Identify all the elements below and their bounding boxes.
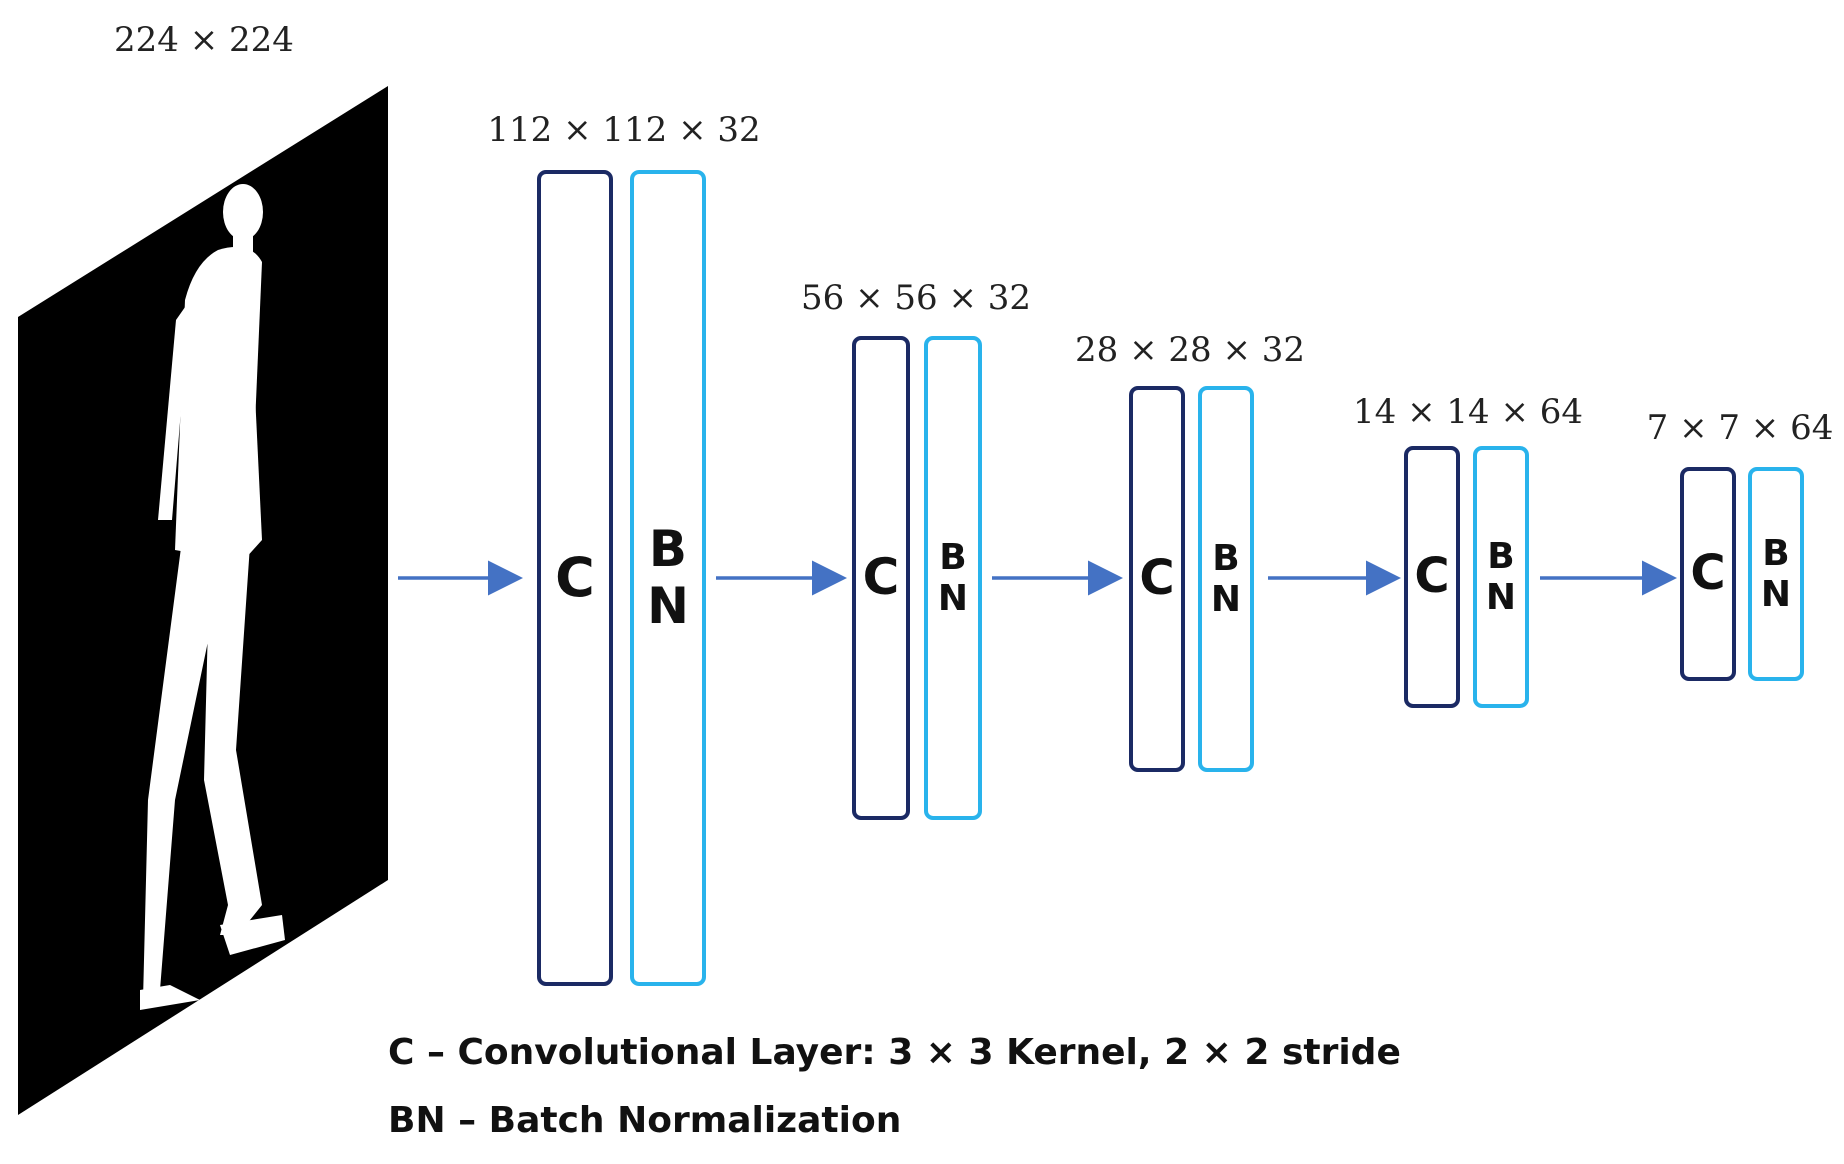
- bn-letter-b: B: [1212, 537, 1240, 579]
- bn-letters: B N: [1486, 536, 1516, 619]
- conv-letter: C: [862, 548, 900, 607]
- bn-letter-n: N: [1760, 574, 1792, 615]
- bn-letter-b: B: [1762, 532, 1790, 574]
- conv-layer-box: C: [852, 336, 910, 820]
- bn-letter-n: N: [937, 578, 969, 619]
- legend-bn: BN – Batch Normalization: [388, 1100, 902, 1141]
- bn-letters: B N: [1211, 538, 1241, 621]
- conv-letter: C: [1690, 545, 1726, 602]
- bn-letters: B N: [938, 537, 968, 620]
- layer-dims-label: 112 × 112 × 32: [487, 110, 761, 150]
- bn-letter-b: B: [648, 519, 688, 578]
- bn-letter-n: N: [1485, 577, 1517, 618]
- bn-layer-box: B N: [924, 336, 982, 820]
- bn-layer-box: B N: [630, 170, 706, 986]
- bn-letter-b: B: [939, 536, 967, 578]
- layer-dims-label: 28 × 28 × 32: [1075, 330, 1305, 370]
- layer-dims-label: 56 × 56 × 32: [801, 278, 1031, 318]
- layer-dims-label: 7 × 7 × 64: [1646, 408, 1834, 448]
- bn-layer-box: B N: [1473, 446, 1529, 708]
- legend-conv: C – Convolutional Layer: 3 × 3 Kernel, 2…: [388, 1032, 1401, 1073]
- walking-person-silhouette: [140, 184, 285, 1010]
- conv-layer-box: C: [1129, 386, 1185, 772]
- conv-letter: C: [1414, 548, 1450, 605]
- conv-layer-box: C: [537, 170, 613, 986]
- conv-layer-box: C: [1680, 467, 1736, 681]
- conv-layer-box: C: [1404, 446, 1460, 708]
- layer-dims-label: 14 × 14 × 64: [1353, 392, 1583, 432]
- bn-letters: B N: [647, 519, 689, 636]
- bn-letter-n: N: [647, 577, 689, 635]
- bn-layer-box: B N: [1198, 386, 1254, 772]
- conv-letter: C: [555, 545, 595, 609]
- bn-layer-box: B N: [1748, 467, 1804, 681]
- bn-letter-n: N: [1210, 579, 1242, 620]
- bn-letters: B N: [1761, 533, 1791, 616]
- input-image: [18, 86, 388, 1115]
- conv-letter: C: [1139, 550, 1175, 607]
- input-size-label: 224 × 224: [114, 20, 294, 60]
- bn-letter-b: B: [1487, 535, 1515, 577]
